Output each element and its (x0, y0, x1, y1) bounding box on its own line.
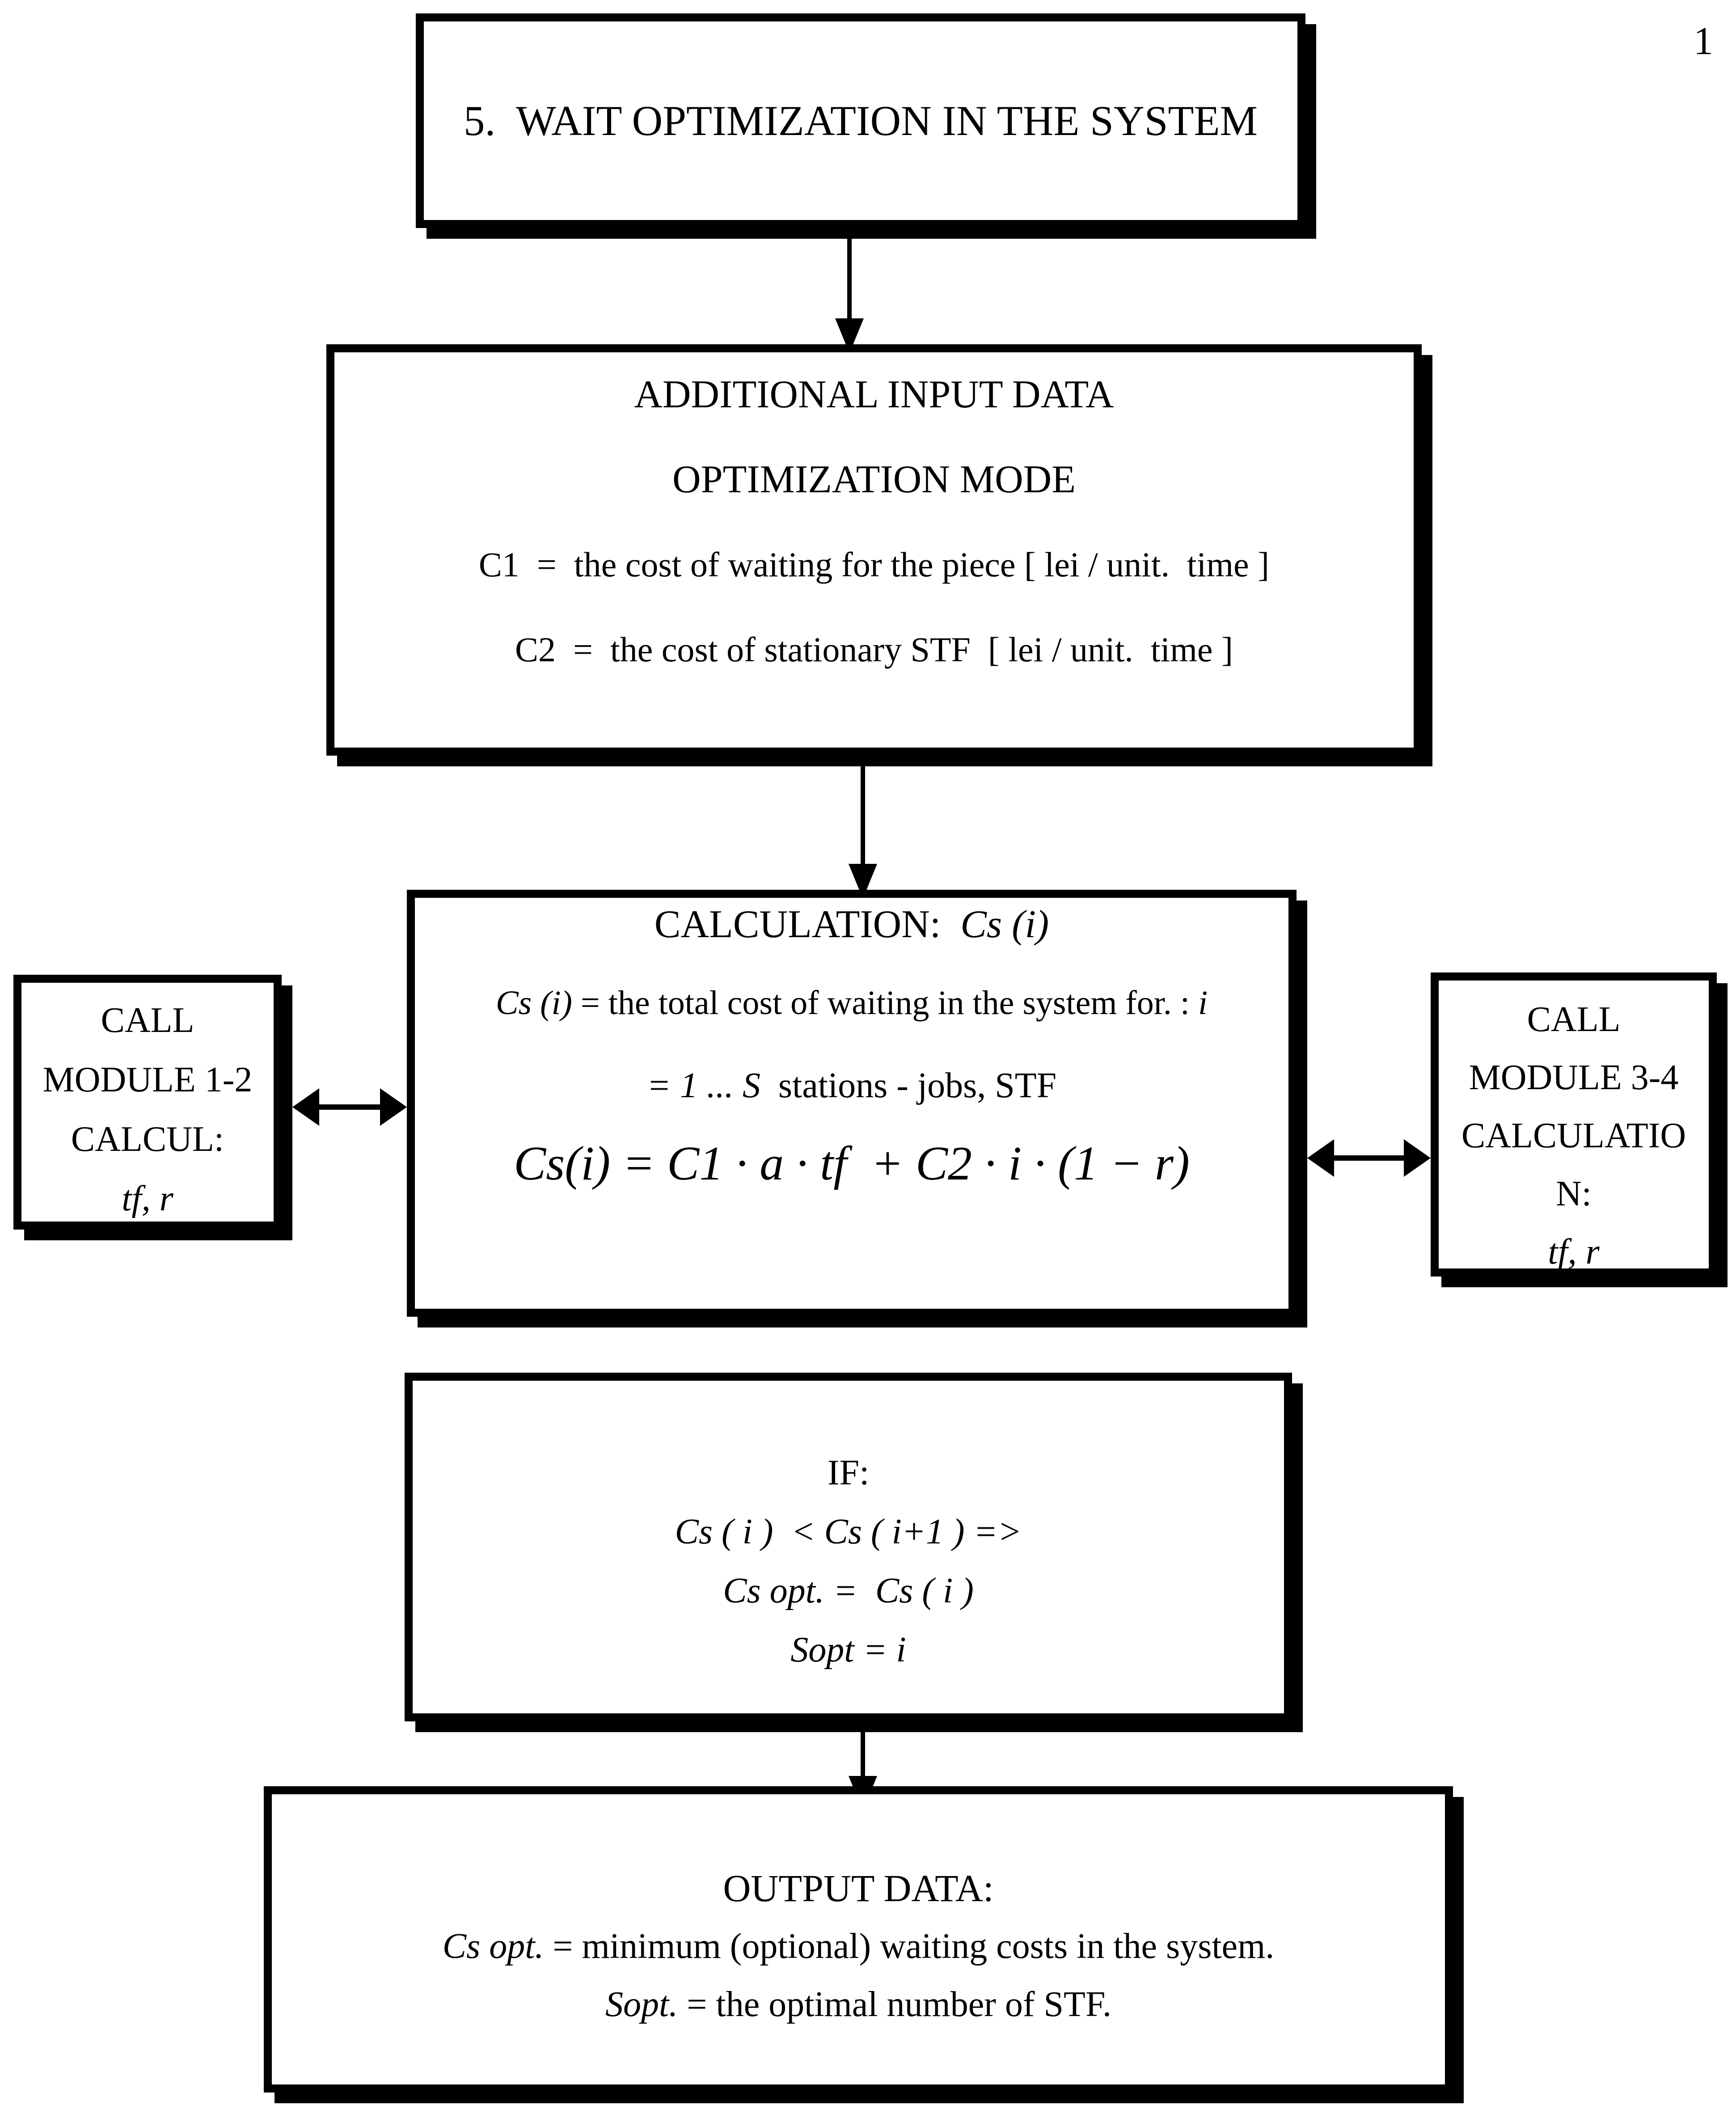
connector-if-to-output (861, 1731, 865, 1778)
output-line-1: OUTPUT DATA: (723, 1867, 994, 1910)
connector-title-to-input (847, 238, 852, 321)
output-line-2: Cs opt. = minimum (optional) waiting cos… (272, 1917, 1445, 1975)
arrowhead-right-icon (380, 1088, 407, 1126)
calc-range-line: = 1 ... S stations - jobs, STF (415, 1059, 1288, 1112)
input-line-1: ADDITIONAL INPUT DATA (634, 373, 1114, 416)
title-node: 5. WAIT OPTIMIZATION IN THE SYSTEM (416, 13, 1305, 228)
output-line-3-text: = the optimal number of STF. (687, 1985, 1111, 2024)
output-line-2-math: Cs opt. (442, 1927, 553, 1966)
input-data-node: ADDITIONAL INPUT DATA OPTIMIZATION MODE … (326, 344, 1422, 756)
right-module-line-3: CALCULATIO (1461, 1116, 1686, 1155)
connector-input-to-calc (861, 765, 865, 866)
page-number: 1 (1694, 20, 1713, 63)
double-arrow-left-module (292, 1087, 407, 1127)
arrowhead-left-icon (292, 1088, 319, 1126)
call-module-1-2-node: CALL MODULE 1-2 CALCUL: tf, r (13, 975, 282, 1230)
arrowhead-right-icon (1404, 1139, 1431, 1177)
title-text: 5. WAIT OPTIMIZATION IN THE SYSTEM (464, 97, 1258, 144)
calculation-node: CALCULATION: Cs (i) Cs (i) = the total c… (407, 890, 1297, 1317)
if-line-3: Cs opt. = Cs ( i ) (723, 1571, 974, 1611)
calc-header-label: CALCULATION: (654, 903, 961, 946)
left-module-line-3: CALCUL: (71, 1120, 224, 1159)
output-line-3: Sopt. = the optimal number of STF. (272, 1975, 1445, 2033)
calc-definition-line: Cs (i) = the total cost of waiting in th… (415, 976, 1288, 1030)
arrow-shaft (1334, 1155, 1404, 1161)
output-line-2-text: = minimum (optional) waiting costs in th… (553, 1927, 1275, 1966)
arrowhead-left-icon (1307, 1139, 1334, 1177)
input-line-2: OPTIMIZATION MODE (672, 458, 1076, 501)
left-module-line-2: MODULE 1-2 (42, 1060, 253, 1099)
if-line-4: Sopt = i (790, 1630, 906, 1670)
calc-line2-text: = the total cost of waiting in the syste… (580, 984, 1198, 1022)
right-module-line-1: CALL (1527, 1000, 1621, 1039)
if-line-2: Cs ( i ) < Cs ( i+1 ) => (675, 1512, 1022, 1552)
calc-line3-math: = 1 ... S (646, 1066, 760, 1105)
input-line-4: C2 = the cost of stationary STF [ lei / … (515, 630, 1233, 669)
calc-header-math: Cs (i) (960, 903, 1049, 946)
calc-line2-math2: i (1198, 984, 1208, 1022)
arrow-shaft (319, 1104, 380, 1110)
calc-formula: Cs(i) = C1 · a · tf + C2 · i · (1 − r) (514, 1137, 1190, 1190)
if-line-1: IF: (827, 1453, 870, 1492)
calc-header: CALCULATION: Cs (i) (415, 898, 1288, 951)
double-arrow-right-module (1307, 1138, 1431, 1178)
output-line-3-math: Sopt. (605, 1985, 687, 2024)
calc-line3-text: stations - jobs, STF (760, 1066, 1057, 1105)
call-module-3-4-node: CALL MODULE 3-4 CALCULATIO N: tf, r (1431, 972, 1717, 1277)
if-condition-node: IF: Cs ( i ) < Cs ( i+1 ) => Cs opt. = C… (405, 1373, 1292, 1721)
left-module-line-1: CALL (101, 1001, 194, 1040)
right-module-line-4: N: (1556, 1174, 1592, 1213)
right-module-line-2: MODULE 3-4 (1469, 1058, 1679, 1097)
calc-line2-math1: Cs (i) (495, 984, 581, 1022)
output-data-node: OUTPUT DATA: Cs opt. = minimum (optional… (264, 1786, 1453, 2093)
input-line-3: C1 = the cost of waiting for the piece [… (478, 545, 1270, 584)
left-module-line-4: tf, r (122, 1179, 173, 1218)
right-module-line-5: tf, r (1548, 1232, 1600, 1272)
